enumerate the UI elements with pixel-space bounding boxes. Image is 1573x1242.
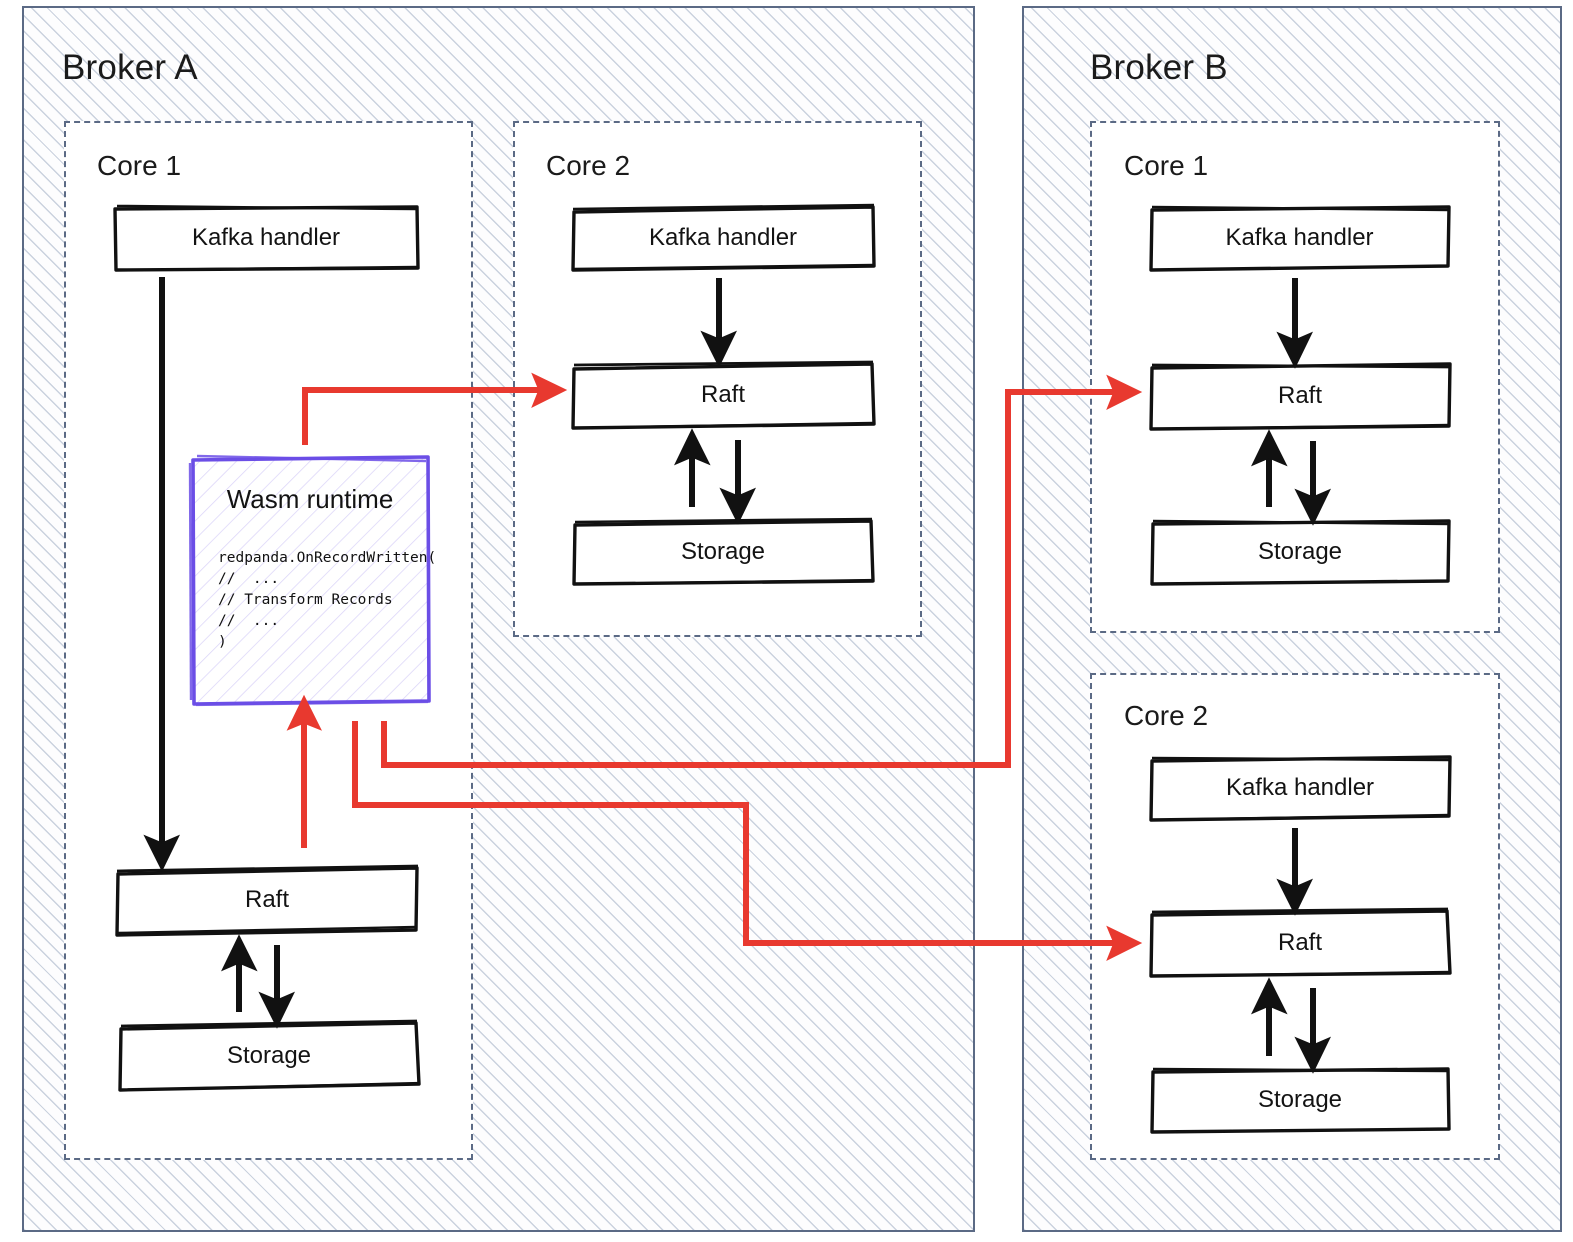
broker-b-title: Broker B bbox=[1090, 48, 1228, 87]
b2-raft-box[interactable]: Raft bbox=[1147, 907, 1453, 978]
a1-storage-box[interactable]: Storage bbox=[117, 1019, 421, 1092]
broker-b-core-2-title: Core 2 bbox=[1124, 700, 1209, 731]
broker-a-core-2-title: Core 2 bbox=[546, 150, 631, 181]
b2-kafka-handler-box[interactable]: Kafka handler bbox=[1147, 754, 1453, 822]
a2-raft-box[interactable]: Raft bbox=[570, 360, 876, 430]
broker-a-title: Broker A bbox=[62, 48, 198, 87]
b1-kafka-handler-box[interactable]: Kafka handler bbox=[1147, 204, 1452, 272]
a2-storage-box[interactable]: Storage bbox=[571, 517, 875, 586]
a1-wasm-runtime-box[interactable]: Wasm runtime redpanda.OnRecordWritten( /… bbox=[188, 454, 436, 707]
a2-kafka-handler-box[interactable]: Kafka handler bbox=[570, 203, 876, 272]
a1-raft-box[interactable]: Raft bbox=[114, 864, 420, 937]
b2-storage-box[interactable]: Storage bbox=[1148, 1066, 1452, 1134]
broker-a-core-1-title: Core 1 bbox=[97, 150, 182, 181]
b1-storage-box[interactable]: Storage bbox=[1148, 518, 1452, 586]
broker-b-core-1-title: Core 1 bbox=[1124, 150, 1209, 181]
a1-kafka-handler-box[interactable]: Kafka handler bbox=[112, 204, 420, 272]
b1-raft-box[interactable]: Raft bbox=[1147, 361, 1453, 431]
